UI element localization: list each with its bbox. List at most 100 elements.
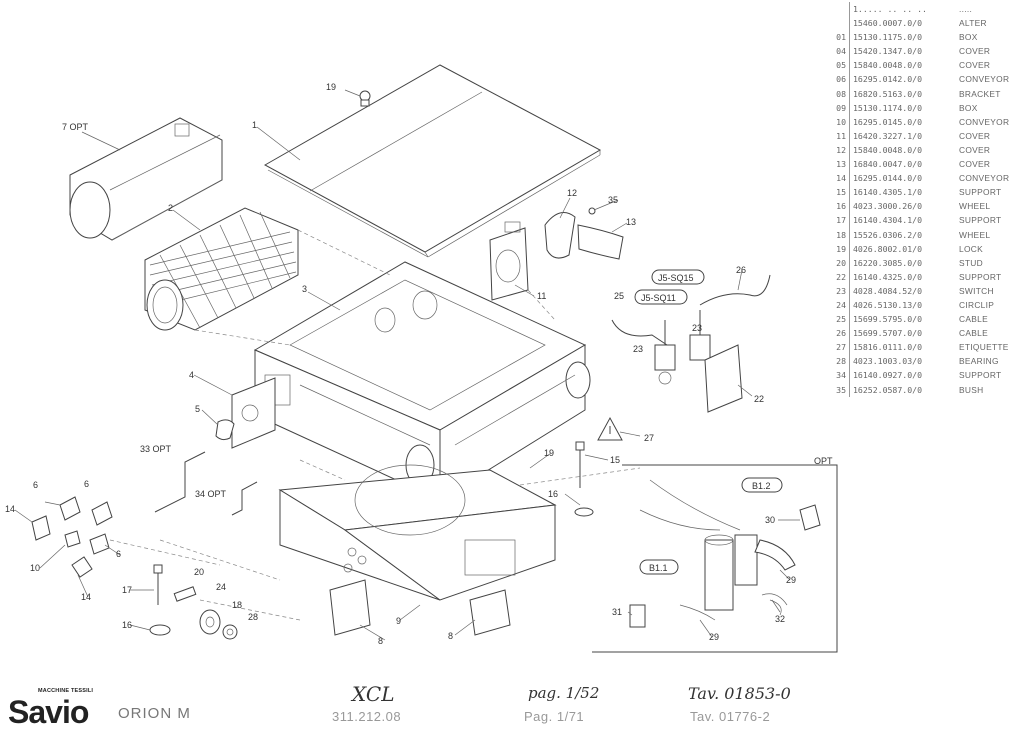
part-code: 4026.8002.01/0 [853,243,923,254]
part-number: 35 [832,382,850,397]
callout-27: 27 [644,433,654,443]
part-description: COVER [959,60,991,71]
model-name: ORION M [118,705,191,722]
part-3-main-box [253,261,591,501]
part-number: 15 [832,185,850,200]
callout-8-left: 8 [378,636,383,646]
svg-text:J5-SQ15: J5-SQ15 [658,273,694,283]
part-description: ETIQUETTE [959,342,1009,353]
part-19-lock [359,90,371,107]
part-34-bracket [231,481,258,516]
part-5-gasket [215,419,235,441]
part-27-warning-label [597,416,623,441]
opt-inset [592,464,838,653]
conveyor-parts-left [31,496,113,578]
part-description: COVER [959,144,991,155]
callout-19: 19 [326,82,336,92]
part-12-cover [544,212,576,259]
part-description: WHEEL [959,201,991,212]
callout-18: 18 [232,600,242,610]
part-number: 13 [832,157,850,172]
part-16-wheel-left [149,624,171,636]
callout-2: 2 [168,203,173,213]
part-description: CONVEYOR [959,74,1010,85]
part-code: 16140.4325.0/0 [853,271,923,282]
part-code: 15420.1347.0/0 [853,46,923,57]
callout-12: 12 [567,188,577,198]
part-4-side-plate [231,377,276,449]
connector-label-j5-sq15: J5-SQ15 [651,269,705,285]
part-description: WHEEL [959,229,991,240]
part-number: 17 [832,213,850,228]
callout-13: 13 [626,217,636,227]
callout-6a: 6 [33,480,38,490]
callout-9: 9 [396,616,401,626]
part-code: 15130.1175.0/0 [853,32,923,43]
part-description: LOCK [959,243,984,254]
callout-8-right: 8 [448,631,453,641]
part-1-top-cover [263,64,602,258]
part-number: 28 [832,354,850,369]
part-number: 08 [832,86,850,101]
part-33-bracket [154,451,206,513]
part-code: 15526.0306.2/0 [853,229,923,240]
part-number: 27 [832,340,850,355]
part-number: 16 [832,199,850,214]
callout-opt: OPT [814,456,833,466]
part-description: SUPPORT [959,271,1002,282]
part-description: BEARING [959,356,999,367]
part-number: 14 [832,171,850,186]
part-code: 1..... .. .. .. [853,4,927,14]
part-code: 15130.1174.0/0 [853,102,923,113]
part-number: 12 [832,142,850,158]
callout-32: 32 [775,614,785,624]
callout-29a: 29 [786,575,796,585]
part-code: 16140.0927.0/0 [853,370,923,381]
part-number: 19 [832,241,850,256]
connector-label-b1-1: B1.1 [639,559,679,575]
part-code: 16420.3227.1/0 [853,130,923,141]
part-code: 16220.3085.0/0 [853,257,923,268]
callout-14b: 14 [81,592,91,602]
callout-5: 5 [195,404,200,414]
part-code: 16140.4304.1/0 [853,215,923,226]
part-number [832,16,850,31]
handwritten-table: Tav. 01853-0 [688,684,791,703]
part-28-bearing [222,624,238,640]
part-description: STUD [959,257,983,268]
part-code: 4028.4084.52/0 [853,285,923,296]
leader-lines [14,89,800,641]
part-11-cover [489,221,529,301]
part-number: 05 [832,58,850,73]
part-code: 4023.3000.26/0 [853,201,923,212]
callout-22: 22 [754,394,764,404]
part-2-mesh-cylinder [144,207,299,331]
switch-assembly [611,274,771,413]
table-number: Tav. 01776-2 [690,709,771,724]
part-code: 16840.0047.0/0 [853,159,923,170]
part-code: 16295.0142.0/0 [853,74,923,85]
callout-14a: 14 [5,504,15,514]
part-number: 01 [832,30,850,45]
callout-19b: 19 [544,448,554,458]
callout-3: 3 [302,284,307,294]
part-code: 16252.0587.0/0 [853,384,923,395]
callout-24: 24 [216,582,226,592]
part-description: SWITCH [959,285,994,296]
part-code: 15840.0048.0/0 [853,144,923,155]
